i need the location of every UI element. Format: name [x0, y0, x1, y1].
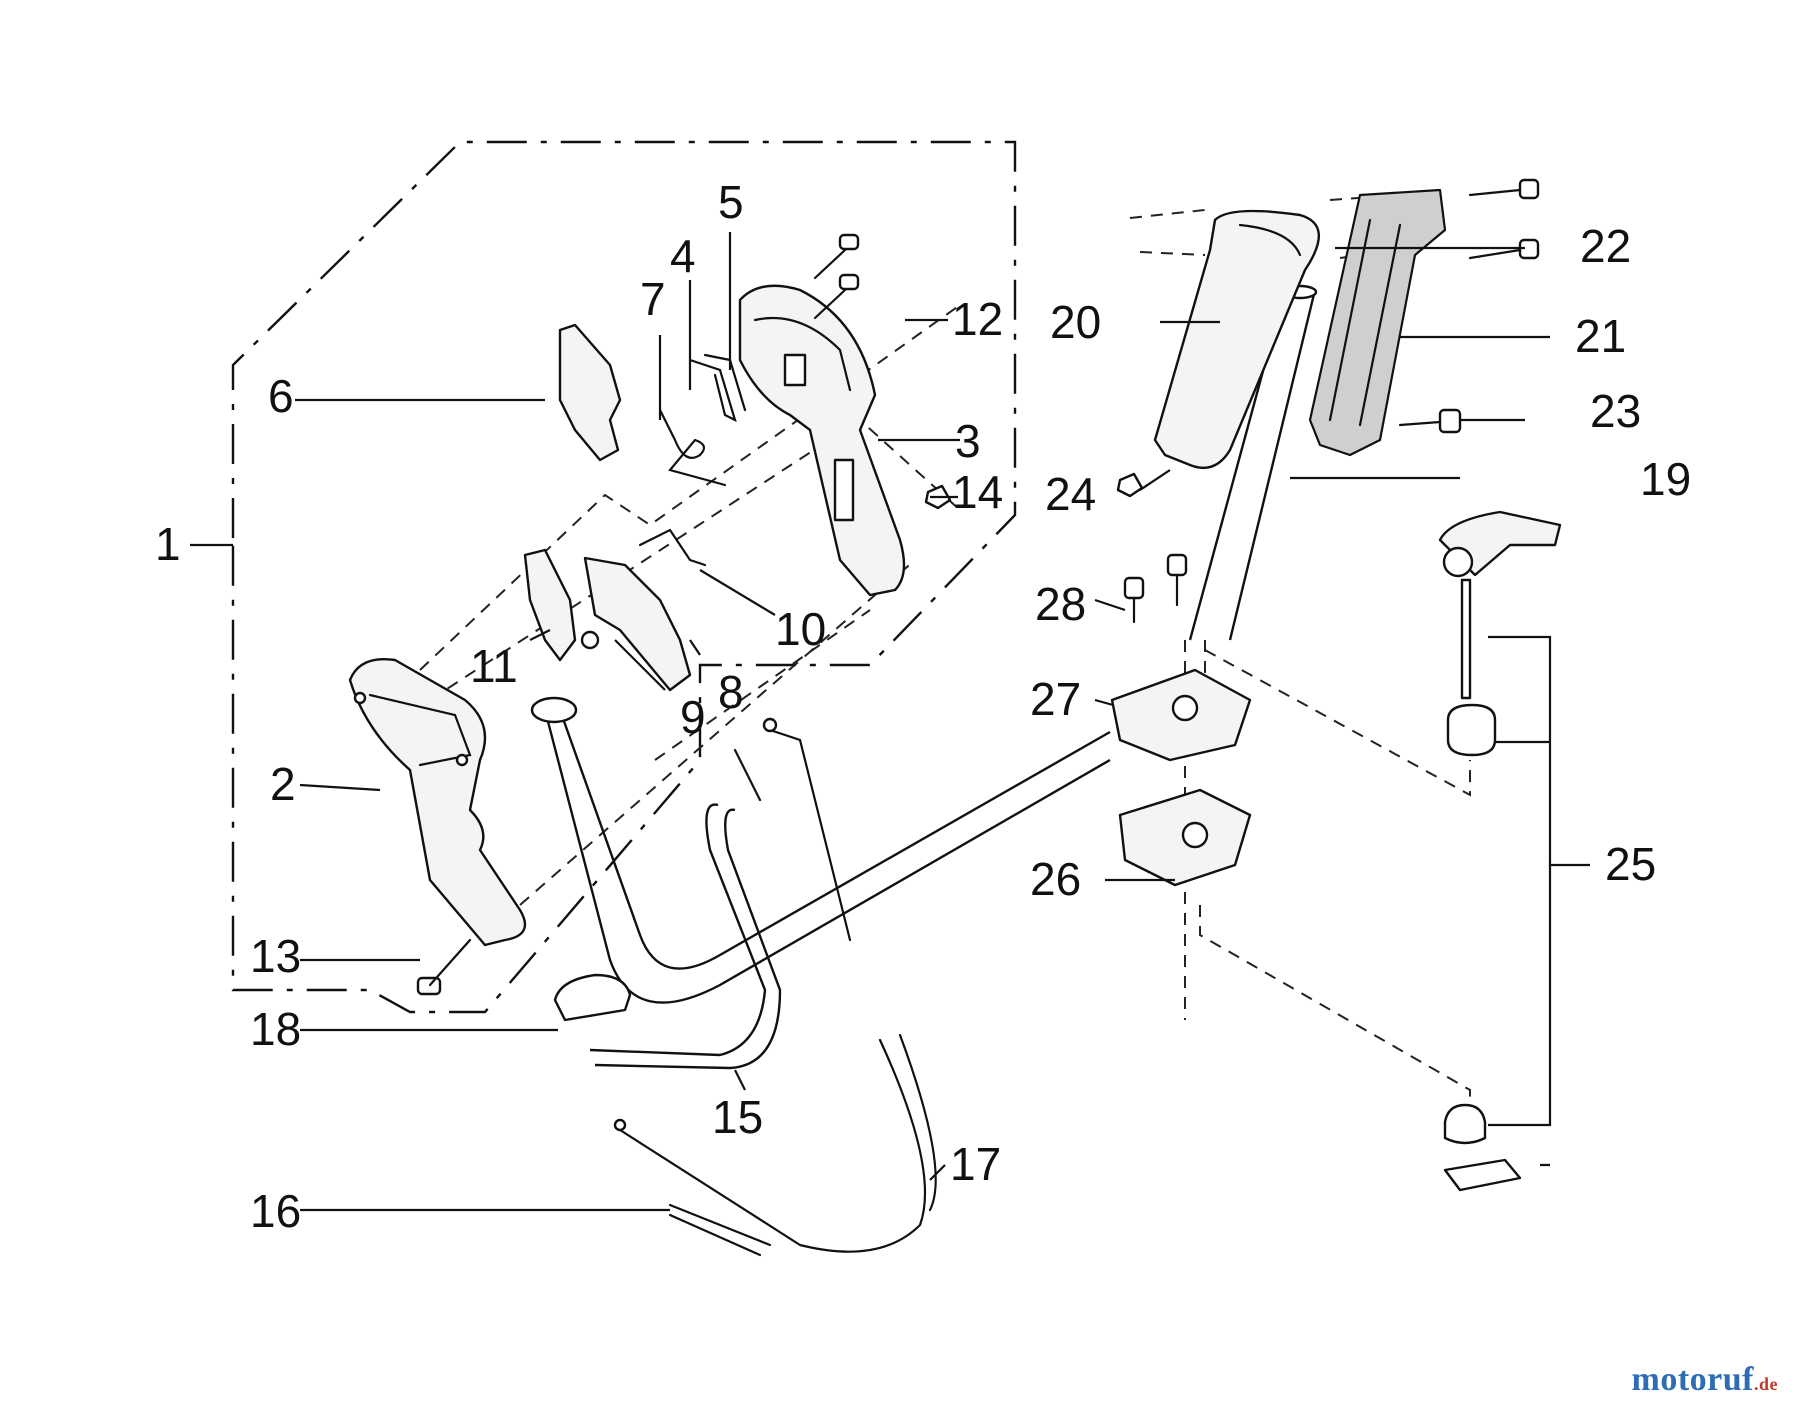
callout-3: 3 [955, 415, 981, 467]
callout-20: 20 [1050, 296, 1101, 348]
callout-16: 16 [250, 1185, 301, 1237]
tube-clamp-blocks [1110, 668, 1252, 887]
callout-23: 23 [1590, 385, 1641, 437]
callout-21: 21 [1575, 310, 1626, 362]
callout-1: 1 [155, 518, 181, 570]
callout-24: 24 [1045, 468, 1096, 520]
callout-11: 11 [470, 640, 518, 692]
assembly-boundary [231, 140, 1017, 1014]
callout-17: 17 [950, 1138, 1001, 1190]
callout-19: 19 [1640, 453, 1691, 505]
spring-parts [638, 353, 747, 567]
callout-27: 27 [1030, 673, 1081, 725]
lock-lever [558, 323, 622, 462]
callout-14: 14 [952, 466, 1003, 518]
callout-6: 6 [268, 370, 294, 422]
callout-15: 15 [712, 1091, 763, 1143]
handle-shell [1308, 188, 1447, 457]
throttle-trigger [523, 548, 692, 692]
callout-12: 12 [952, 293, 1003, 345]
callout-10: 10 [775, 603, 826, 655]
clamp-lever-set [1438, 510, 1562, 1192]
callout-5: 5 [718, 176, 744, 228]
wiring-and-hoses [553, 717, 937, 1257]
callout-28: 28 [1035, 578, 1086, 630]
watermark-tld: .de [1754, 1374, 1778, 1394]
callout-26: 26 [1030, 853, 1081, 905]
callout-7: 7 [640, 273, 666, 325]
grip-housing-left [348, 658, 527, 947]
callout-25: 25 [1605, 838, 1656, 890]
handle-grip [1153, 209, 1321, 470]
callout-4: 4 [670, 230, 696, 282]
watermark-brand: motoruf [1631, 1361, 1754, 1398]
alignment-lines [419, 194, 1471, 1110]
site-watermark: motoruf.de [1632, 1361, 1778, 1399]
callout-9: 9 [680, 691, 706, 743]
grip-housing-right [738, 284, 906, 597]
callout-18: 18 [250, 1003, 301, 1055]
callout-labels: 1 2 3 4 5 6 7 8 9 10 11 12 13 14 15 16 1… [155, 176, 1691, 1237]
leader-lines [190, 232, 1590, 1212]
callout-22: 22 [1580, 220, 1631, 272]
callout-2: 2 [270, 758, 296, 810]
fasteners [416, 178, 1540, 996]
callout-13: 13 [250, 930, 301, 982]
callout-8: 8 [718, 666, 744, 718]
